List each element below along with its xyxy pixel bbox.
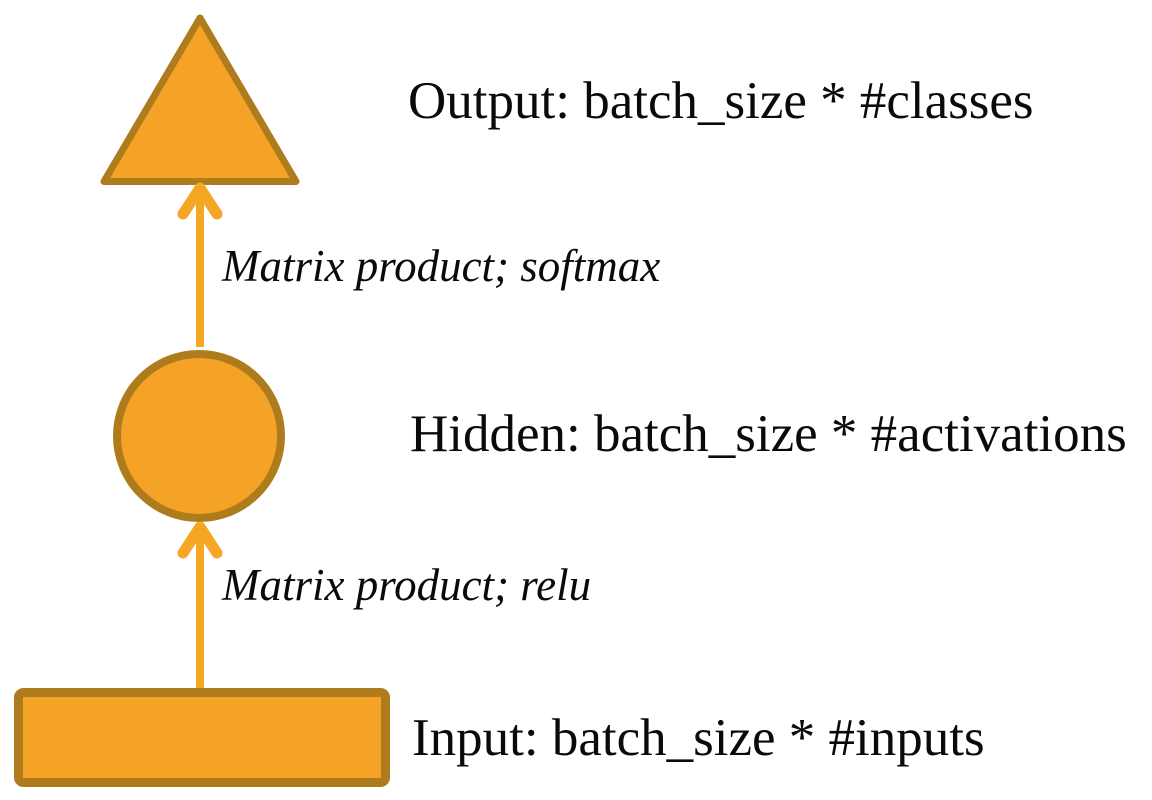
hidden-node-label: Hidden: batch_size * #activations <box>410 405 1127 463</box>
output-node-label: Output: batch_size * #classes <box>408 72 1034 130</box>
arrow-head-up-icon <box>177 182 223 220</box>
edge-label-relu: Matrix product; relu <box>221 560 591 610</box>
edge-label-softmax: Matrix product; softmax <box>221 241 660 291</box>
edge-arrow-hidden-to-output <box>177 182 223 347</box>
arrow-head-up-icon <box>177 521 223 559</box>
output-node-triangle <box>100 14 300 185</box>
input-node-label: Input: batch_size * #inputs <box>412 709 985 767</box>
edge-arrow-input-to-hidden <box>177 521 223 689</box>
hidden-node-circle <box>113 350 285 522</box>
input-node-rectangle <box>14 688 390 787</box>
